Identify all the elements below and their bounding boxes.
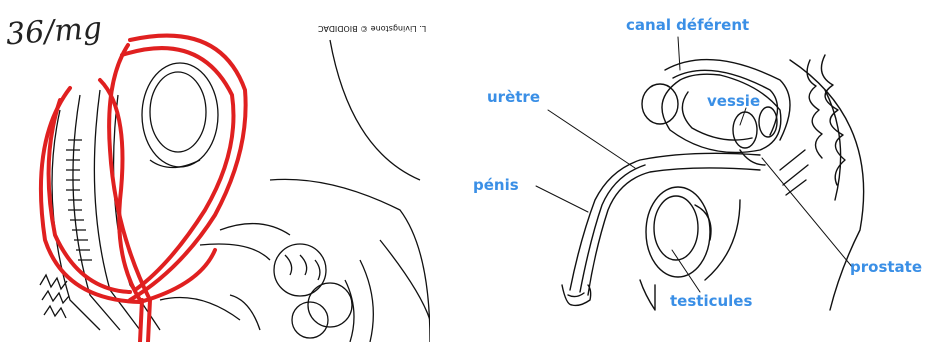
label-penis: pénis [473,176,519,194]
label-uretre: urètre [487,88,540,106]
label-testicules: testicules [670,292,752,310]
label-vessie: vessie [707,92,760,110]
anatomy-sketch-drawing [0,0,430,342]
anatomy-sketch-panel: 36/mg L. Livingstone © BIODIDAC [0,0,430,342]
image-credit: L. Livingstone © BIODIDAC [318,24,426,33]
label-prostate: prostate [850,258,922,276]
labeled-diagram-panel: canal déférent vessie urètre pénis prost… [440,0,951,342]
label-canal-deferent: canal déférent [626,16,749,34]
labeled-diagram-drawing [440,0,951,342]
handwritten-note: 36/mg [5,11,103,53]
